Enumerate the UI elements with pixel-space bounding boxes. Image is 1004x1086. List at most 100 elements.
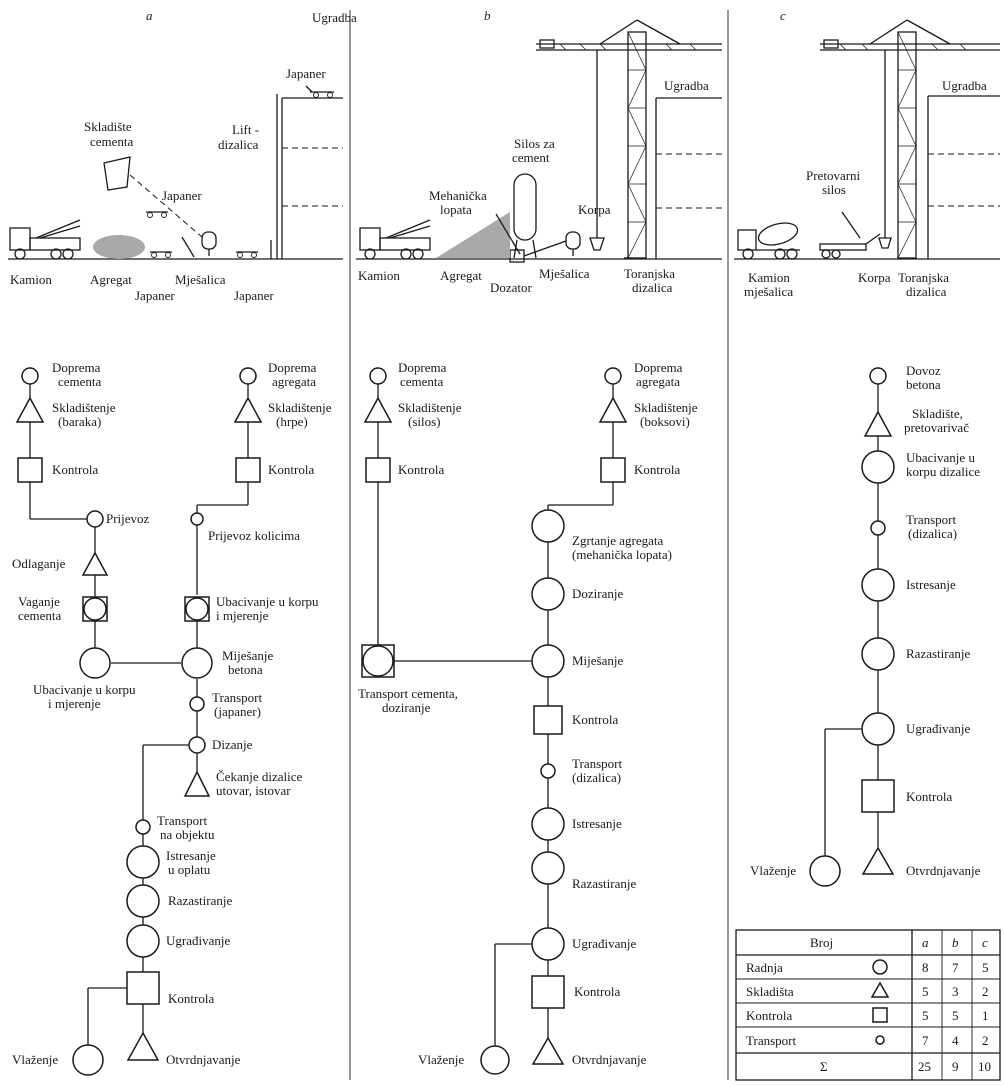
panel-c-letter: c [780,8,786,23]
symbol-kontrola-a-left [17,457,43,483]
mixer-icon [201,231,217,256]
japaner-mid-icon [146,211,168,218]
cement-path [129,174,203,238]
panel-b-symbols [361,367,628,1075]
svg-text:2: 2 [982,1033,989,1048]
symbol-prijevoz-kolicima [190,512,204,526]
symbol-transport-objekt [135,819,151,835]
svg-text:Kontrola: Kontrola [268,462,314,477]
panel-a: a Ugradba Japaner Lift -dizalica [8,8,357,1076]
table-symbol-triangle [870,981,890,998]
symbol-istresanje-a [126,845,160,879]
panel-c-symbols [809,367,895,887]
svg-text:8: 8 [922,960,929,975]
symbol-odlaganje [81,551,109,576]
svg-text:Prijevoz: Prijevoz [106,511,150,526]
svg-text:Kontrola: Kontrola [572,712,618,727]
svg-text:5: 5 [982,960,989,975]
label-lift-a: Lift -dizalica [218,122,259,152]
svg-text:Skladištenje(hrpe): Skladištenje(hrpe) [268,400,332,429]
svg-text:5: 5 [952,1008,959,1023]
svg-text:Kontrola: Kontrola [52,462,98,477]
panel-b-letter: b [484,8,491,23]
mixer-truck-icon [737,222,800,260]
panel-b-connectors [377,384,614,1046]
symbol-vlazenje-a [72,1044,104,1076]
svg-text:Skladište,pretovarivač: Skladište,pretovarivač [904,406,969,435]
label-kamion-a: Kamion [10,272,52,287]
svg-text:Odlaganje: Odlaganje [12,556,66,571]
svg-text:7: 7 [952,960,959,975]
svg-text:Korpa: Korpa [858,270,891,285]
symbol-skladistenje-hrpe [233,396,263,423]
symbol-transport-japaner [189,696,205,712]
symbol-kontrola-a-right [235,457,261,483]
table-row-label: Radnja [746,960,783,975]
svg-text:Vlaženje: Vlaženje [12,1052,58,1067]
table-row-label: Σ [820,1059,828,1074]
svg-text:Ugrađivanje: Ugrađivanje [906,721,970,736]
table-symbol-small-circle [875,1035,885,1045]
svg-text:Prijevoz kolicima: Prijevoz kolicima [208,528,300,543]
aggregate-pile [93,235,145,259]
svg-text:Zgrtanje agregata(mehanička lo: Zgrtanje agregata(mehanička lopata) [572,533,672,562]
svg-text:Kontrola: Kontrola [168,991,214,1006]
japaner-bottom-1-icon [150,251,172,258]
table-header-broj: Broj [810,935,833,950]
label-ugradba-a: Ugradba [312,10,357,25]
cement-storage-icon [103,156,131,191]
table-header-a: a [922,935,929,950]
svg-text:Dozator: Dozator [490,280,533,295]
label-mijesalica-a: Mješalica [175,272,226,287]
svg-text:Istresanje: Istresanje [572,816,622,831]
svg-text:Razastiranje: Razastiranje [168,893,232,908]
transfer-silo-icon [819,233,881,259]
svg-text:2: 2 [982,984,989,999]
svg-text:Vlaženje: Vlaženje [750,863,796,878]
svg-text:5: 5 [922,984,929,999]
svg-text:Kontrola: Kontrola [574,984,620,999]
truck-icon-b [359,219,431,260]
panel-a-connectors [29,384,249,1045]
symbol-dizanje [188,736,206,754]
panel-a-letter: a [146,8,153,23]
symbol-skladistenje-baraka [15,396,45,423]
label-japaner-b1-a: Japaner [135,288,175,303]
label-japaner-top-a: Japaner [286,66,326,81]
svg-text:Doziranje: Doziranje [572,586,623,601]
svg-text:Transport(japaner): Transport(japaner) [212,690,262,719]
svg-text:10: 10 [978,1059,991,1074]
svg-text:5: 5 [922,1008,929,1023]
svg-text:Miješanje: Miješanje [572,653,623,668]
label-agregat-a: Agregat [90,272,132,287]
svg-text:Kamion: Kamion [358,268,400,283]
svg-text:Ugradba: Ugradba [942,78,987,93]
symbol-prijevoz [86,510,104,528]
panel-c-connectors [824,384,879,856]
tower-crane-icon-b [536,19,722,259]
svg-text:Otvrdnjavanje: Otvrdnjavanje [906,863,981,878]
table-header-b: b [952,935,959,950]
svg-text:Transport(dizalica): Transport(dizalica) [572,756,622,785]
label-japaner-mid-a: Japaner [162,188,202,203]
svg-text:25: 25 [918,1059,931,1074]
svg-text:Korpa: Korpa [578,202,611,217]
